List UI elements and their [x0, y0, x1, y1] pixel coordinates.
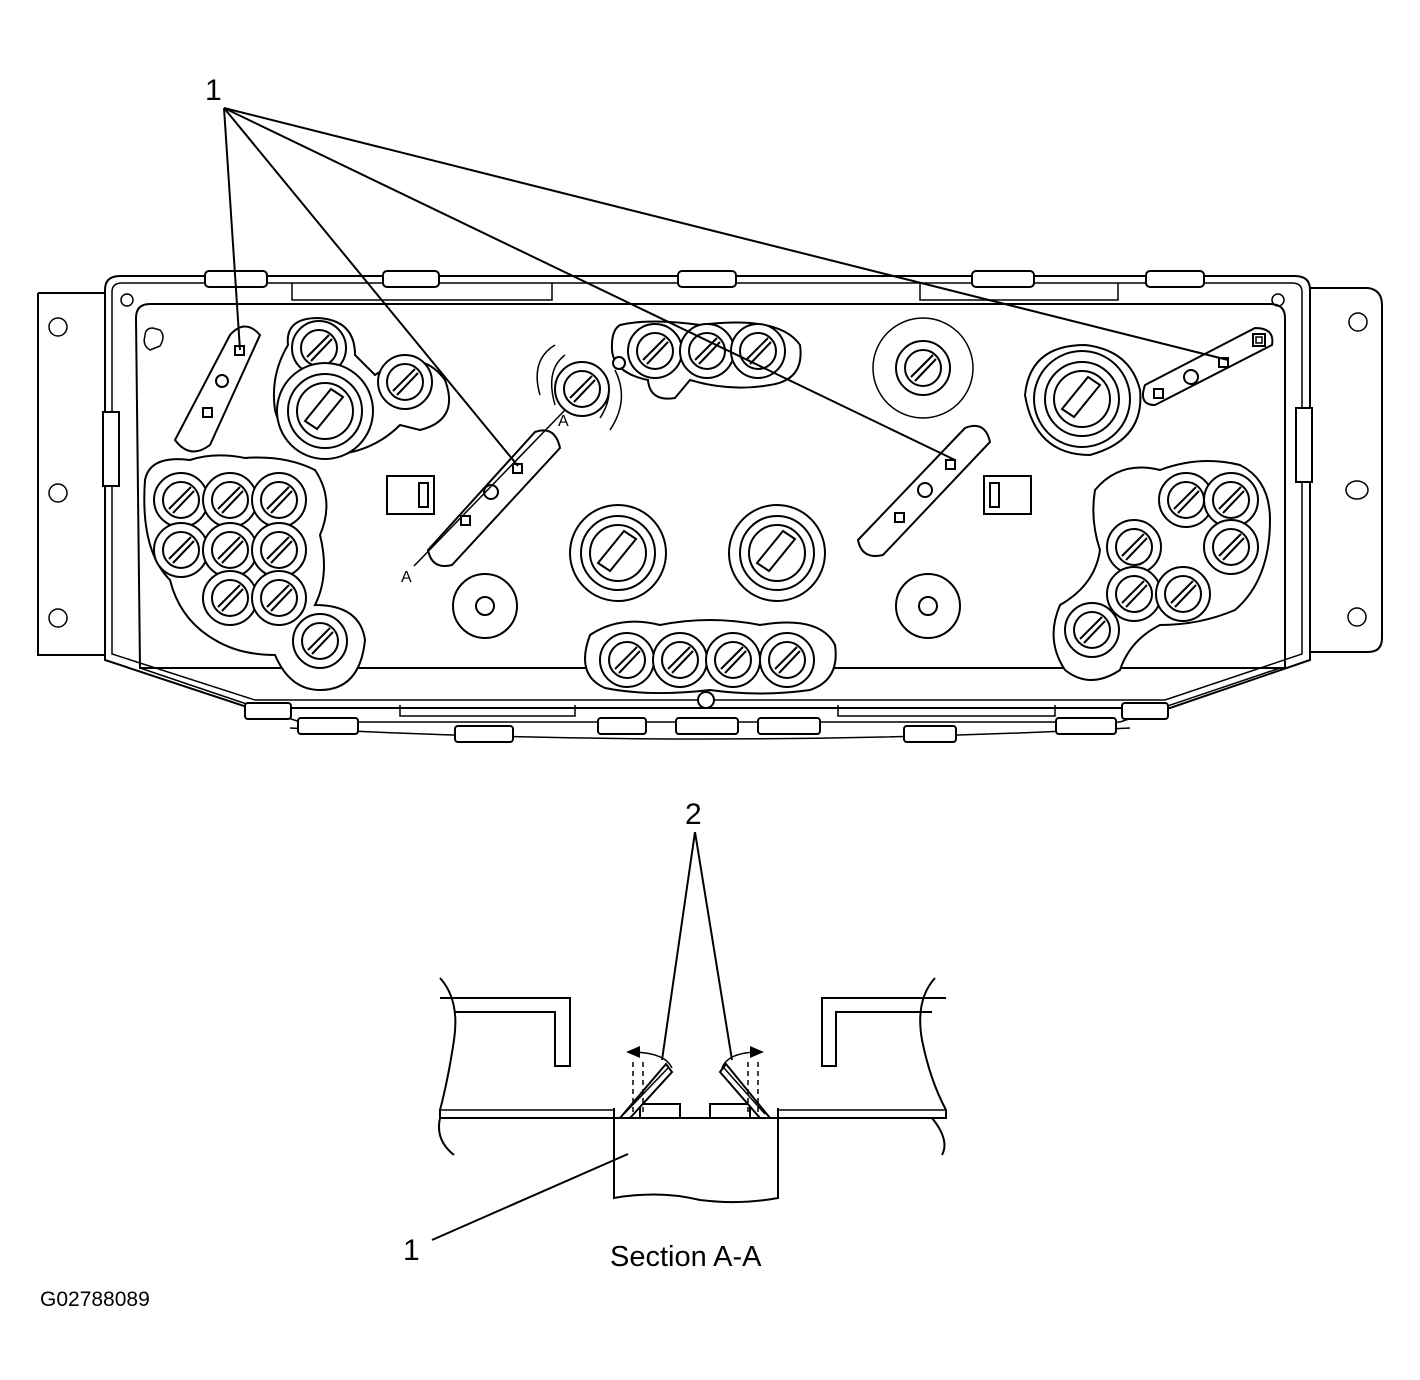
mount-hole [48, 317, 68, 337]
bottom-tabs [244, 702, 1169, 743]
section-cut-line [413, 409, 566, 567]
corner-screw [120, 293, 134, 307]
leader-lines-1 [223, 107, 1229, 467]
section-title: Section A-A [610, 1241, 762, 1273]
contact-pad-left [639, 1103, 681, 1119]
housing-left [439, 977, 615, 1119]
right-mount-flange [1310, 287, 1383, 653]
screw-boss-left [452, 573, 518, 639]
center-board-section [613, 1117, 779, 1204]
side-clip [102, 411, 120, 487]
section-mark-a-lower: A [401, 569, 412, 586]
cluster-housing-outer [104, 275, 1311, 709]
circuit-strip-center-right [856, 424, 992, 557]
cluster-bottom-rim-lower [289, 727, 1131, 740]
section-mark-a-upper: A [558, 413, 569, 430]
cluster-rear-view [37, 107, 1383, 743]
screw-boss-right [895, 573, 961, 639]
circuit-strip-right [1142, 326, 1274, 407]
bulb-group-right [1052, 460, 1272, 681]
housing-right [777, 977, 947, 1119]
corner-screw [1271, 293, 1285, 307]
section-a-a-detail [431, 831, 947, 1241]
callout-2: 2 [685, 798, 702, 831]
callout-1-section: 1 [403, 1234, 420, 1267]
callout-1-main: 1 [205, 74, 222, 107]
bulb-group-upper-left [272, 316, 450, 460]
cluster-housing-inner [111, 282, 1303, 701]
connector-left [386, 475, 435, 515]
bulb-group-top-center [610, 320, 802, 400]
circuit-strip-left [173, 325, 262, 453]
bulb-center-small [536, 344, 623, 431]
mount-hole [1347, 607, 1367, 627]
bulb-center-right-large [728, 504, 826, 602]
bulb-group-bottom-center [584, 619, 837, 709]
mount-hole [48, 483, 68, 503]
bulb-right-large [1023, 343, 1142, 457]
bulb-top-right [895, 340, 951, 396]
mount-hole [1345, 480, 1369, 500]
mount-hole [1348, 312, 1368, 332]
circuit-strip-center-left [426, 429, 562, 567]
bulb-center-left-large [569, 504, 667, 602]
bulb-group-left [143, 454, 367, 692]
board-notch [143, 327, 164, 351]
left-mount-flange [37, 292, 105, 656]
circuit-board [134, 303, 1286, 669]
top-tabs [204, 270, 1205, 301]
contact-pad-right [709, 1103, 751, 1119]
connector-right [983, 475, 1032, 515]
mount-hole [48, 608, 68, 628]
figure-id: G02788089 [40, 1288, 150, 1311]
side-clip [1295, 407, 1313, 483]
